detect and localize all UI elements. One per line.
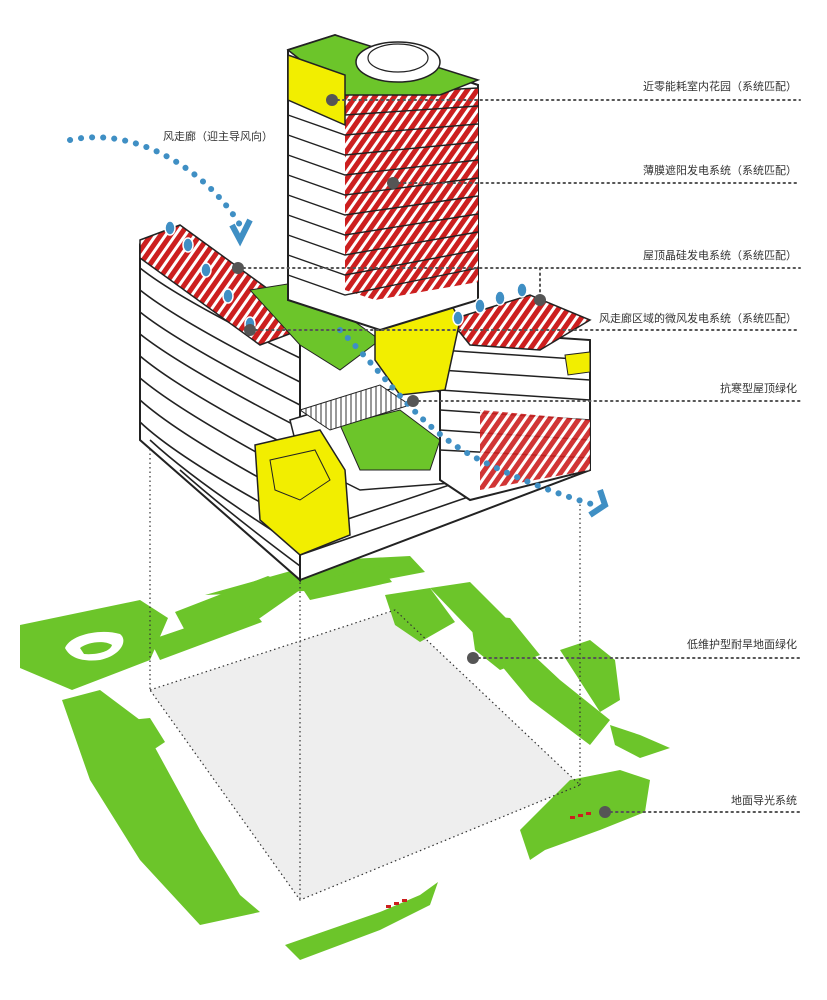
podium <box>139 224 592 583</box>
wind-arrowheads <box>229 218 609 518</box>
leader-lines <box>237 99 801 813</box>
label-ground-green: 低维护型耐旱地面绿化 <box>687 638 797 651</box>
label-roof-green: 抗寒型屋顶绿化 <box>720 382 797 395</box>
label-garden: 近零能耗室内花园（系统匹配） <box>643 80 797 93</box>
projection-lines <box>149 395 582 901</box>
label-film-pv: 薄膜遮阳发电系统（系统匹配） <box>643 164 797 177</box>
label-micro-wind: 风走廊区域的微风发电系统（系统匹配） <box>599 312 797 325</box>
label-roof-pv: 屋顶晶硅发电系统（系统匹配） <box>643 249 797 262</box>
micro-wind-turbines <box>164 220 528 332</box>
tower <box>286 33 481 332</box>
ground-plane <box>20 556 670 960</box>
wind-corridor-arrows <box>67 134 598 508</box>
leader-dots <box>232 94 611 818</box>
site-plaza <box>150 610 580 900</box>
label-ground-light: 地面导光系统 <box>731 794 797 807</box>
light-guide-points <box>386 812 591 908</box>
label-wind-corridor: 风走廊（迎主导风向） <box>163 130 273 143</box>
